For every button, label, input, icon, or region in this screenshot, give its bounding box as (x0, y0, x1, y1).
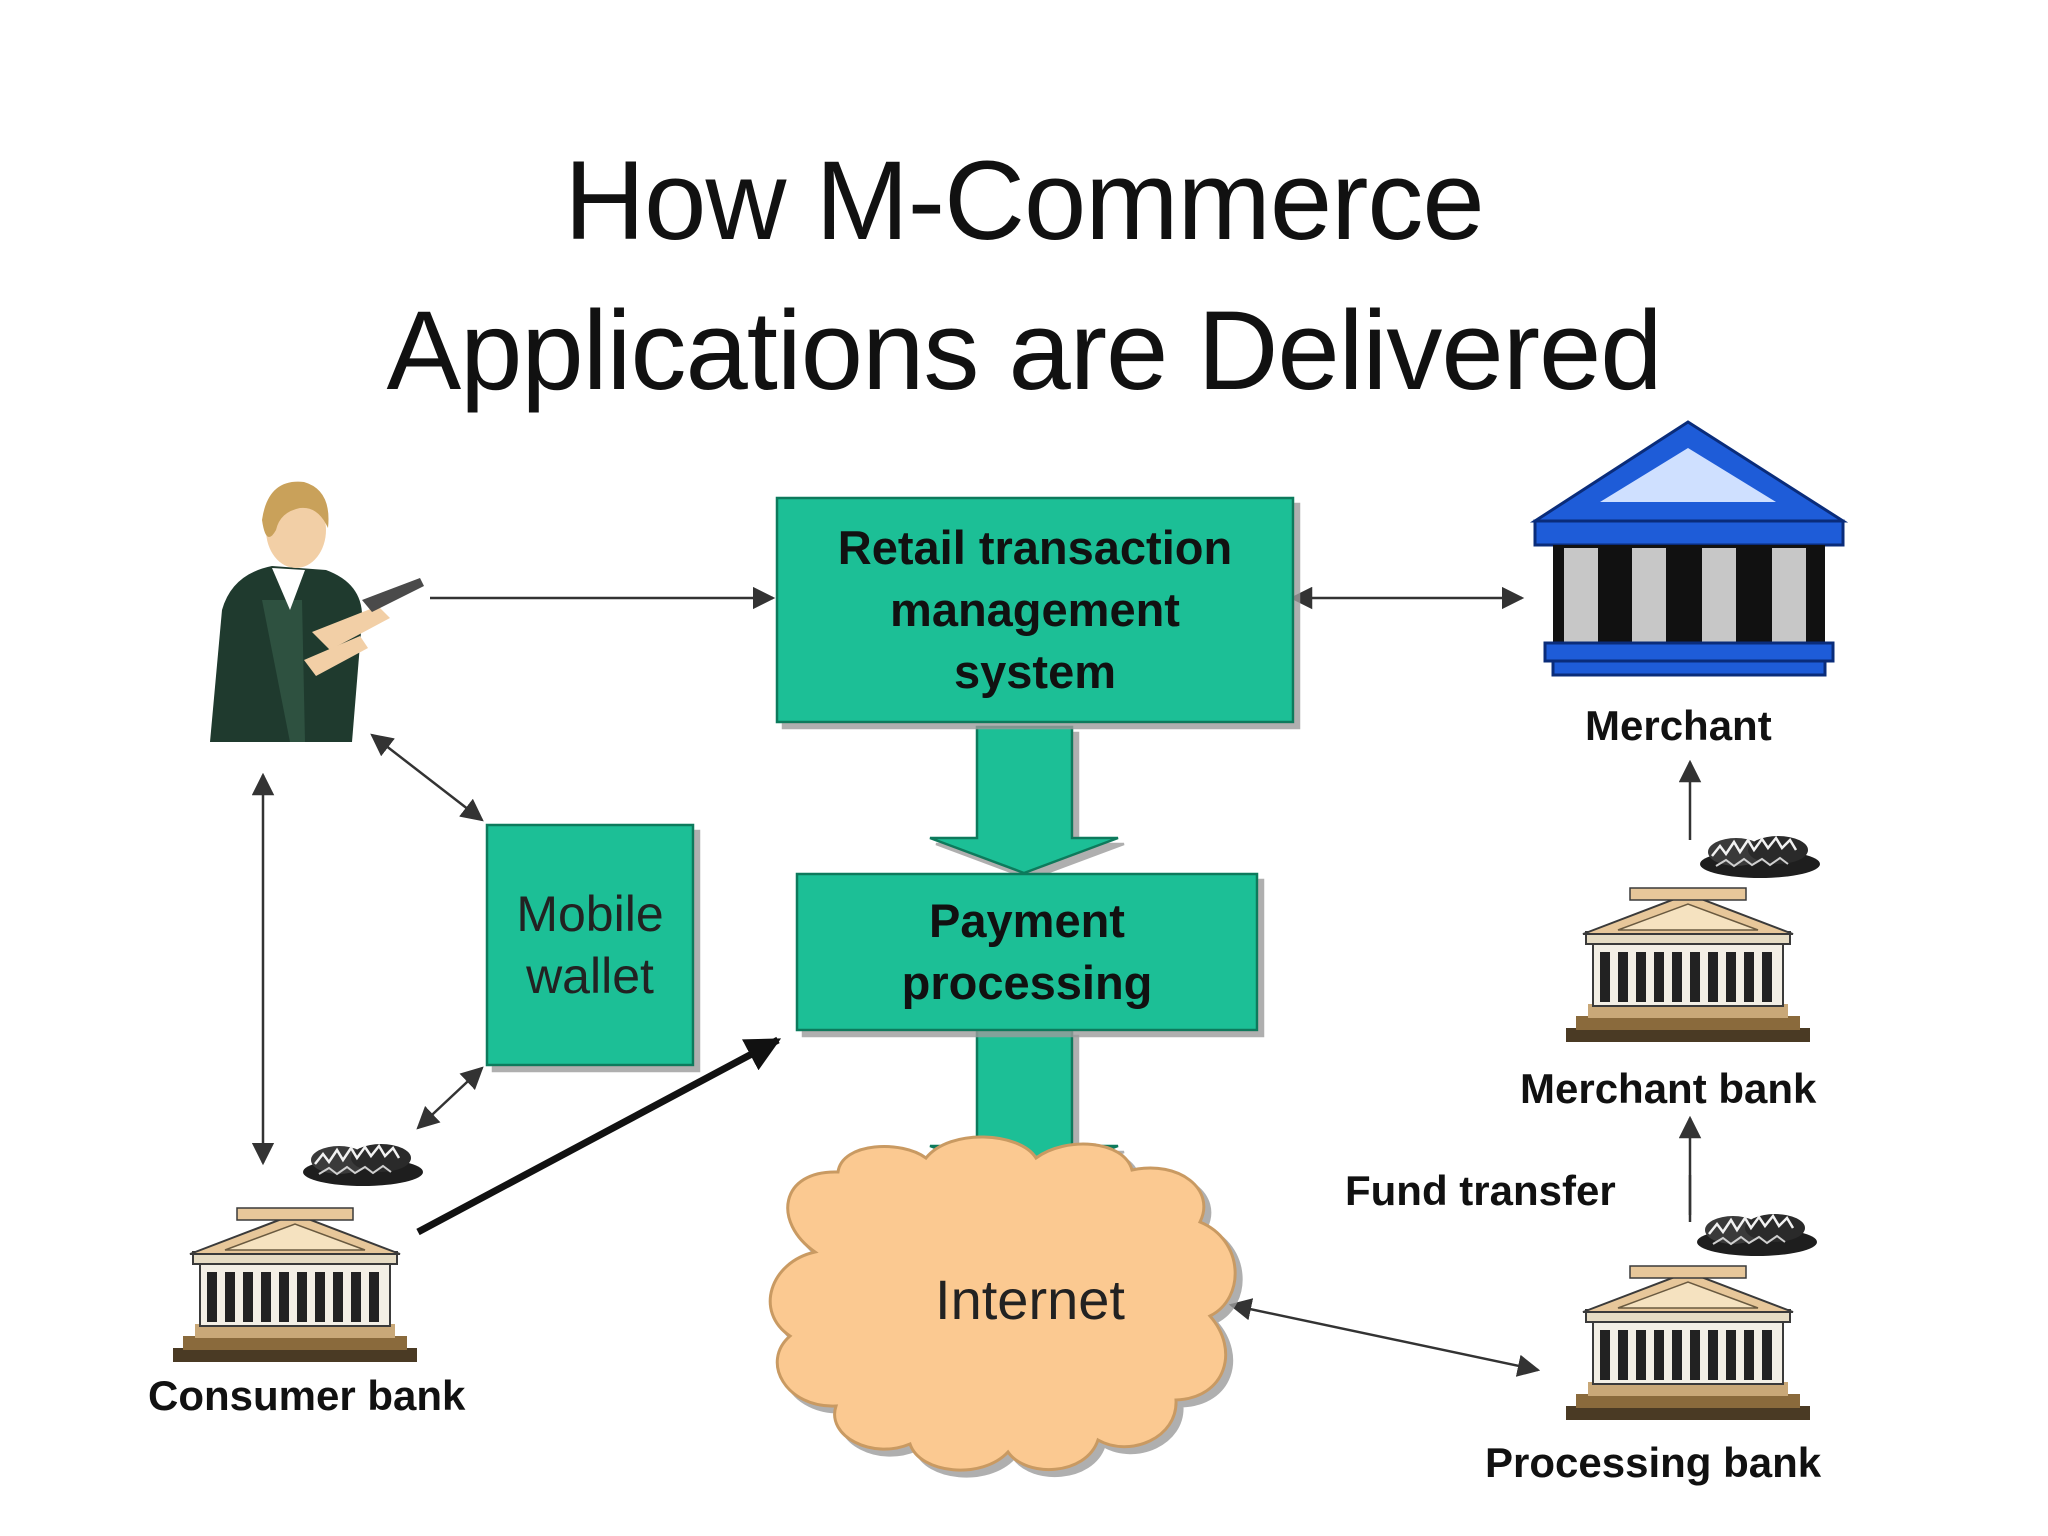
processing-bank-label: Processing bank (1485, 1439, 1822, 1486)
retail-system-label: Retail transaction management system (777, 498, 1293, 722)
retail-system-line-1: Retail transaction (837, 521, 1233, 574)
connector-consumer-wallet (370, 733, 484, 822)
payment-label: Payment processing (797, 874, 1257, 1030)
retail-system-line-2: management (890, 583, 1180, 636)
processing-bank-building-icon (1565, 1265, 1811, 1421)
title-line-1: How M-Commerce (564, 138, 1484, 263)
retail-system-line-3: system (954, 645, 1116, 698)
connector-internet-processing-bank (1228, 1298, 1541, 1377)
mobile-wallet-line-2: wallet (526, 948, 654, 1004)
mobile-wallet-box (485, 823, 695, 1067)
connector-wallet-bank (416, 1066, 484, 1130)
arrow-consumerbank-to-payment (416, 1036, 782, 1236)
merchant-label: Merchant (1585, 702, 1772, 749)
merchant-bank-building-icon (1565, 887, 1811, 1043)
payment-line-1: Payment (929, 894, 1125, 947)
money-pile-icon (301, 1142, 425, 1188)
money-pile-icon (1698, 834, 1822, 880)
payment-line-2: processing (901, 956, 1153, 1009)
internet-label: Internet (935, 1268, 1125, 1331)
title-line-2: Applications are Delivered (386, 288, 1662, 413)
consumer-bank-building-icon (172, 1207, 418, 1363)
merchant-bank-label: Merchant bank (1520, 1065, 1817, 1112)
retail-system-box (775, 496, 1295, 724)
merchant-bank-building-icon (1529, 420, 1849, 677)
mobile-wallet-line-1: Mobile (516, 886, 664, 942)
payment-box (795, 872, 1259, 1032)
flow-arrow-retail-to-payment (929, 725, 1119, 875)
money-pile-icon (1695, 1212, 1819, 1258)
consumer-bank-label: Consumer bank (148, 1372, 466, 1419)
fund-transfer-label: Fund transfer (1345, 1167, 1616, 1214)
mobile-wallet-label: Mobile wallet (487, 825, 693, 1065)
businesswoman-phone-icon (210, 481, 424, 742)
internet-cloud (768, 1135, 1237, 1472)
